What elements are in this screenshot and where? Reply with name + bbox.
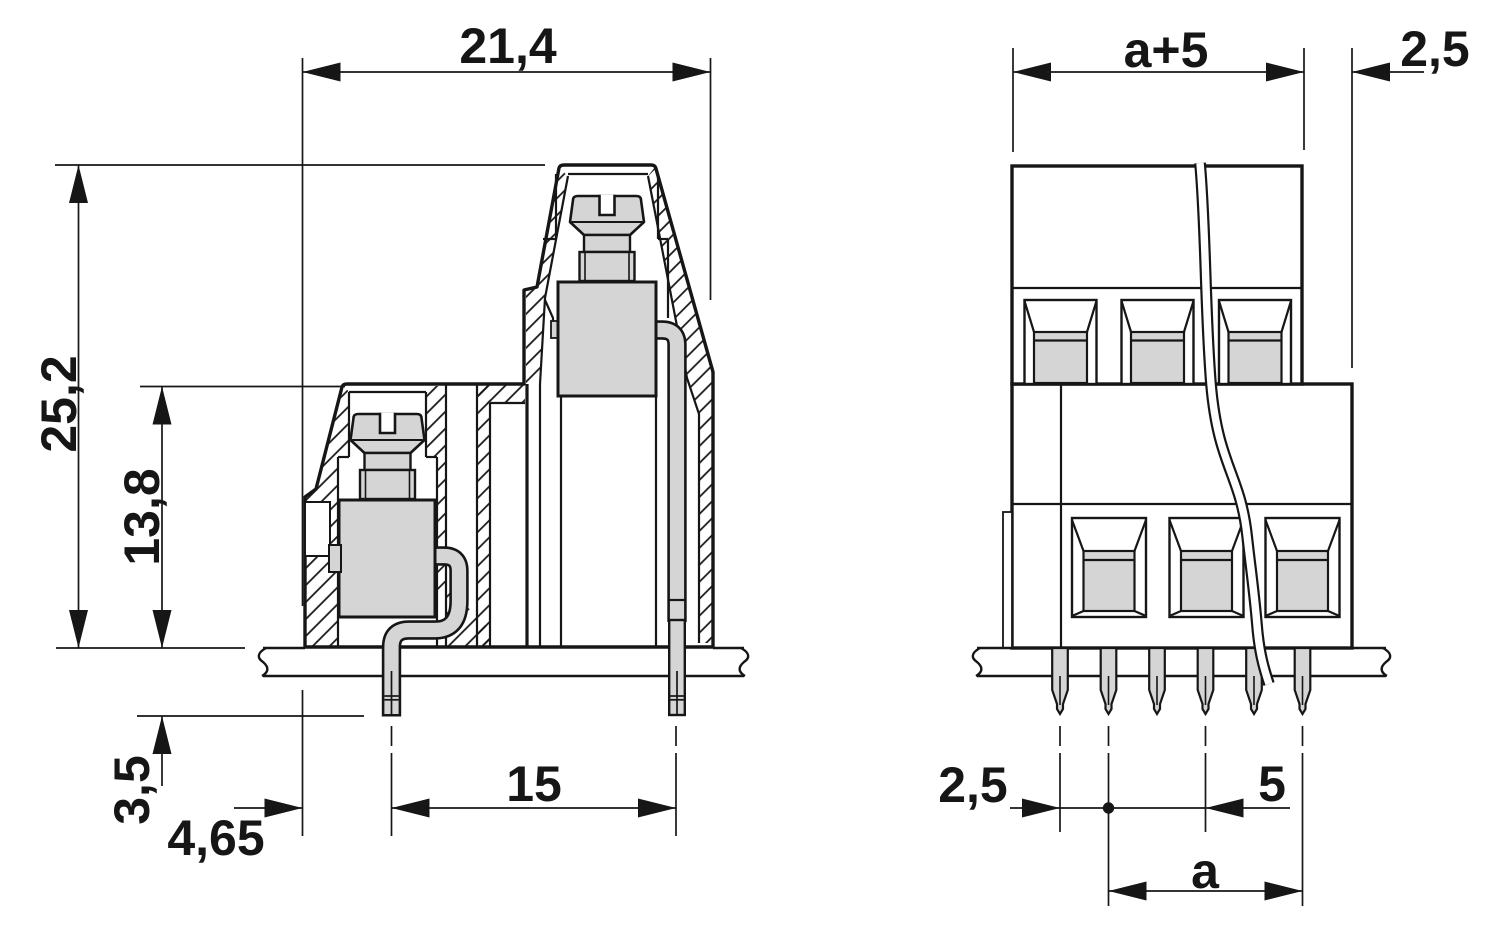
- svg-text:a+5: a+5: [1124, 22, 1209, 78]
- svg-text:25,2: 25,2: [31, 355, 87, 452]
- svg-text:21,4: 21,4: [459, 18, 557, 74]
- svg-text:5: 5: [1258, 756, 1286, 812]
- svg-text:4,65: 4,65: [167, 810, 264, 866]
- svg-text:13,8: 13,8: [114, 468, 170, 565]
- svg-text:2,5: 2,5: [938, 757, 1008, 813]
- svg-text:15: 15: [506, 756, 562, 812]
- svg-text:2,5: 2,5: [1400, 21, 1470, 77]
- svg-text:a: a: [1191, 843, 1220, 899]
- svg-text:3,5: 3,5: [104, 755, 160, 825]
